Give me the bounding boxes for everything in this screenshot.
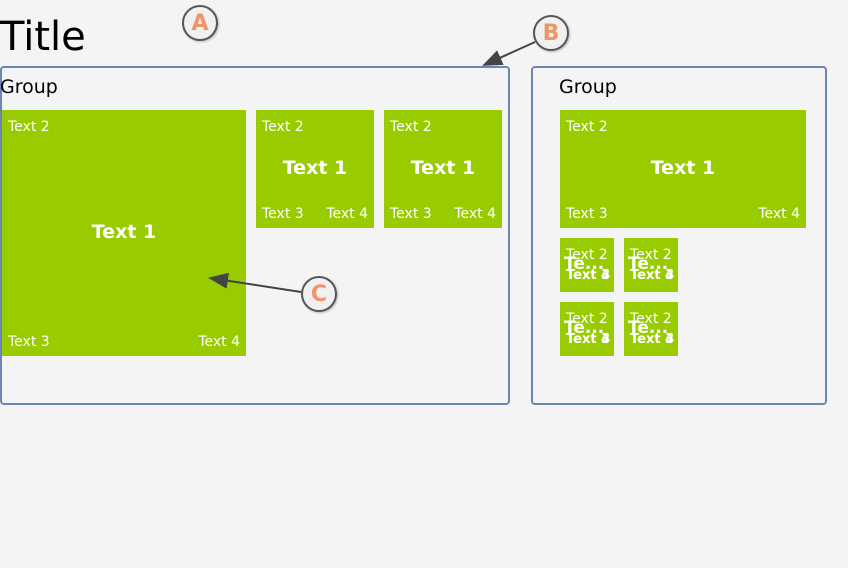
- tile-text-3: Text 3: [262, 206, 304, 222]
- callout-b: B: [533, 15, 569, 51]
- tile-text-1: Te...: [628, 254, 669, 274]
- tile-text-1: Text 1: [650, 157, 716, 179]
- tile-text-1: Text 1: [410, 157, 476, 179]
- tile-text-2: Text 2: [390, 119, 432, 135]
- callout-a: A: [182, 5, 218, 41]
- group-1-label: Group: [0, 76, 58, 98]
- arrow-b: [482, 41, 536, 66]
- tile-text-3: Text 3: [630, 268, 675, 283]
- tile-text-2: Text 2: [8, 119, 50, 135]
- tile-text-3: Text 3: [630, 332, 675, 347]
- tile-text-4: Text 4: [566, 332, 611, 347]
- tile-text-2: Text 2: [630, 247, 672, 263]
- group-2: [531, 66, 827, 405]
- tile-text-4: Text 4: [454, 206, 496, 222]
- tile-large[interactable]: Text 2 Text 1 Text 3 Text 4: [2, 110, 246, 356]
- tile-text-3: Text 3: [390, 206, 432, 222]
- tile-small[interactable]: Text 2 Te... Text 3 Text 4: [624, 302, 678, 356]
- tile-text-3: Text 3: [566, 206, 608, 222]
- tile-text-4: Text 4: [566, 268, 611, 283]
- tile-text-2: Text 2: [262, 119, 304, 135]
- group-1: [0, 66, 510, 405]
- arrow-c: [208, 272, 302, 293]
- tile-small[interactable]: Text 2 Te... Text 3 Text 4: [624, 238, 678, 292]
- tile-text-4: Text 4: [758, 206, 800, 222]
- tile-small[interactable]: Text 2 Te... Text 3 Text 4: [560, 238, 614, 292]
- tile-text-1: Text 1: [282, 157, 348, 179]
- tile-text-1: Te...: [564, 318, 605, 338]
- tile-text-2: Text 2: [566, 311, 608, 327]
- tile-text-4: Text 4: [198, 334, 240, 350]
- tile-text-2: Text 2: [630, 311, 672, 327]
- tile-text-1: Te...: [628, 318, 669, 338]
- page-title: Title: [0, 14, 86, 60]
- tile-text-4: Text 4: [630, 332, 675, 347]
- tile-wide[interactable]: Text 2 Text 1 Text 3 Text 4: [560, 110, 806, 228]
- tile-medium[interactable]: Text 2 Text 1 Text 3 Text 4: [256, 110, 374, 228]
- tile-text-4: Text 4: [326, 206, 368, 222]
- tile-small[interactable]: Text 2 Te... Text 3 Text 4: [560, 302, 614, 356]
- tile-text-3: Text 3: [566, 332, 611, 347]
- tile-text-2: Text 2: [566, 119, 608, 135]
- tile-text-3: Text 3: [566, 268, 611, 283]
- tile-text-2: Text 2: [566, 247, 608, 263]
- tile-text-1: Te...: [564, 254, 605, 274]
- tile-text-1: Text 1: [91, 221, 157, 243]
- group-2-label: Group: [559, 76, 617, 98]
- callout-c: C: [301, 276, 337, 312]
- tile-text-3: Text 3: [8, 334, 50, 350]
- tile-medium[interactable]: Text 2 Text 1 Text 3 Text 4: [384, 110, 502, 228]
- tile-text-4: Text 4: [630, 268, 675, 283]
